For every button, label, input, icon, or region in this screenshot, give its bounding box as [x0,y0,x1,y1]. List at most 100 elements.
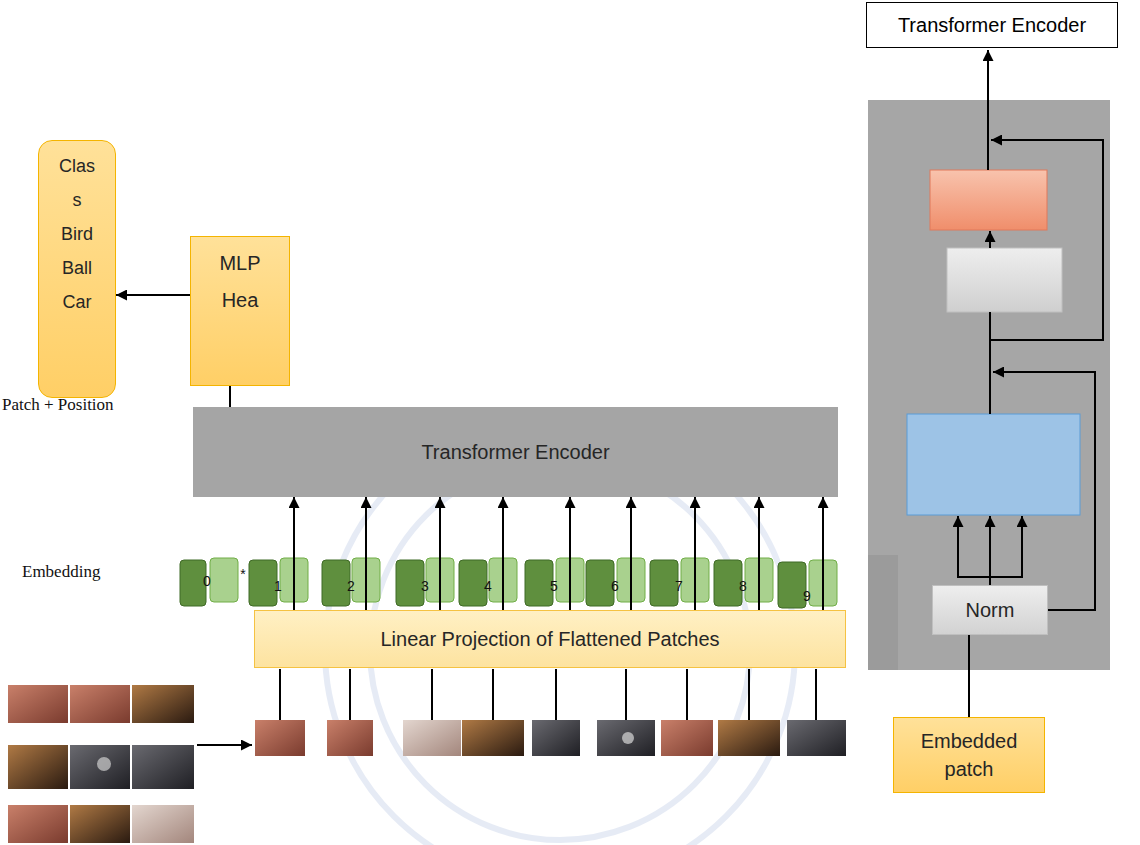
position-token [714,560,742,606]
callout-number: 3 [418,578,432,594]
position-token [525,560,553,606]
node-text: Clas s [56,149,98,217]
callout-number: 8 [736,578,750,594]
image-glint [622,732,634,744]
image-patch [327,720,373,756]
position-token [322,560,350,606]
arrow-connector [502,497,504,610]
flow-line [989,577,991,585]
caption-label: Patch + Position [2,395,114,415]
mlp-head-box: MLP Hea [190,236,290,386]
qkv-arrow [957,516,959,577]
image-patch [8,805,68,843]
panel-wires [957,50,1103,610]
feed-line [625,669,627,720]
image-patch [70,805,130,843]
flow-arrow [989,231,991,248]
residual-arrow [990,140,1103,340]
callout-number: 1 [271,578,285,594]
arrow-connector [569,497,571,610]
arrow-connector [229,386,231,407]
row-label: Embedding [22,562,100,582]
feed-line [492,669,494,720]
node-text: Car [62,285,91,319]
image-patch [8,745,68,789]
position-token [180,560,206,606]
image-patch [70,745,130,789]
position-token [459,560,487,606]
callout-number: 4 [481,578,495,594]
node-text: Transformer Encoder [421,440,609,464]
image-patch [8,685,68,723]
patch-row [255,720,846,756]
image-patch [132,805,194,843]
residual-arrow [993,372,1095,610]
feed-line [349,669,351,720]
panel-ground [868,100,1110,670]
image-patch [70,685,130,723]
encoder-box: Transformer Encoder [193,407,838,497]
projection-box: Linear Projection of Flattened Patches [254,610,846,668]
position-token [650,560,678,606]
image-patch [132,745,194,789]
position-token [396,560,424,606]
feed-line [279,669,281,720]
class-token-mark: * [236,566,250,582]
patch-token [210,558,238,602]
position-token [586,560,614,606]
node-text: Embedded patch [914,727,1024,783]
image-grid [8,685,194,843]
feed-line [748,669,750,720]
arrow-connector [758,497,760,610]
feed-line [555,669,557,720]
node-text: Bird [61,217,93,251]
sequence-arrow [197,744,252,746]
arrow-connector [365,497,367,610]
arrow-connector [293,497,295,610]
image-patch [462,720,524,756]
encoder-panel [868,100,1110,670]
feed-line [815,669,817,720]
node-text: Linear Projection of Flattened Patches [380,627,719,651]
watermark-ring [370,460,750,840]
qkv-arrow [1021,516,1023,577]
embedding-tokens [180,558,837,608]
position-token [249,560,277,606]
node-text: MLP Hea [215,245,265,319]
image-patch [787,720,846,756]
callout-number: 5 [547,578,561,594]
feed-line [431,669,433,720]
image-patch [403,720,461,756]
callout-number: 7 [672,578,686,594]
image-patch [255,720,305,756]
image-patch [597,720,655,756]
arrow-connector [968,635,970,717]
mlp-block [930,170,1047,230]
image-patch [661,720,713,756]
norm-block [947,248,1062,312]
flow-line [989,312,991,414]
node-text: Norm [966,598,1015,622]
arrow-connector [822,497,824,610]
qkv-arrow [989,516,991,577]
class-box: Clas sBirdBallCar [38,140,116,398]
input-box: Embedded patch [893,717,1045,793]
feed-line [686,669,688,720]
arrow-connector [630,497,632,610]
title-box: Transformer Encoder [866,2,1118,48]
output-arrow [987,50,989,170]
arrow-connector [694,497,696,610]
node-text: Transformer Encoder [898,13,1086,37]
node-text: Ball [62,251,92,285]
callout-number: 0 [200,573,214,589]
callout-number: 9 [800,588,814,604]
arrow-connector [116,294,190,296]
norm-box: Norm [932,585,1048,635]
arrow-connector [439,497,441,610]
position-token [778,562,806,608]
callout-number: 6 [608,578,622,594]
image-patch [132,685,194,723]
image-patch [532,720,580,756]
attention-block [907,414,1080,515]
